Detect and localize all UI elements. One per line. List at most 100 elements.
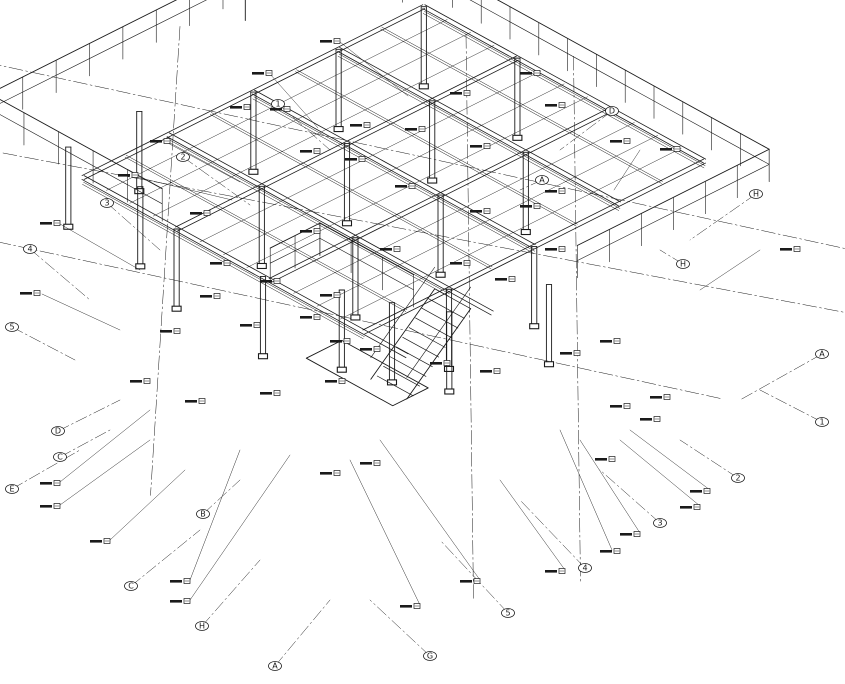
member-tag [545, 188, 566, 194]
leader-lines [11, 41, 823, 667]
grid-bubble-label: E [9, 485, 14, 494]
member-tags [20, 38, 801, 609]
member-tag [270, 106, 291, 112]
grid-bubble: G [423, 651, 437, 661]
member-tag [520, 70, 541, 76]
member-tag [680, 504, 701, 510]
member-tag [330, 338, 351, 344]
member-tag [300, 314, 321, 320]
grid-bubble-label: 4 [27, 245, 32, 254]
grid-bubble-label: 2 [180, 153, 185, 162]
steel-column [427, 100, 438, 184]
member-tag [460, 578, 481, 584]
member-tag [520, 203, 541, 209]
grid-bubble: A [815, 349, 829, 359]
grid-bubble: H [195, 621, 209, 631]
steel-column [418, 6, 429, 90]
member-tag [545, 246, 566, 252]
steel-column [341, 143, 353, 227]
member-tag [560, 350, 581, 356]
member-tag [650, 394, 671, 400]
member-tag [480, 368, 501, 374]
grid-bubble-label: C [128, 582, 134, 591]
member-tag [240, 322, 261, 328]
member-tag [40, 503, 61, 509]
deck-beams [81, 4, 707, 359]
grid-bubble: 2 [176, 152, 190, 162]
grid-bubble-label: H [680, 260, 686, 269]
member-tag [450, 260, 471, 266]
grid-bubble-label: H [753, 190, 759, 199]
grid-line [150, 26, 181, 496]
member-tag [620, 531, 641, 537]
member-tag [320, 470, 341, 476]
member-tag [300, 148, 321, 154]
grid-bubble: 1 [815, 417, 829, 427]
grid-bubble-label: 2 [735, 474, 740, 483]
grid-bubble-label: 4 [582, 564, 587, 573]
member-tag [40, 220, 61, 226]
grid-bubble: H [749, 189, 763, 199]
grid-bubble-label: C [57, 453, 63, 462]
steel-column [386, 302, 398, 386]
grid-bubble-label: D [55, 427, 61, 436]
grid-bubble: 4 [578, 563, 592, 573]
member-tag [395, 183, 416, 189]
grid-bubble: 5 [5, 322, 19, 332]
member-tag [600, 338, 621, 344]
member-tag [345, 156, 366, 162]
steel-column [512, 57, 523, 141]
grid-bubble-label: A [819, 350, 825, 359]
member-tag [190, 210, 211, 216]
grid-bubble-label: A [272, 662, 278, 671]
steel-column [135, 186, 146, 270]
steel-column [529, 246, 540, 330]
member-tag [430, 360, 451, 366]
grid-bubble-label: D [609, 107, 615, 116]
member-tag [118, 172, 139, 178]
grid-bubble: 1 [271, 99, 285, 109]
grid-bubble: B [196, 509, 210, 519]
grid-bubble: A [535, 175, 549, 185]
grid-bubble: A [268, 661, 282, 671]
member-tag [450, 90, 471, 96]
steel-column [333, 48, 344, 133]
member-tag [780, 246, 801, 252]
member-tag [610, 403, 631, 409]
member-tag [690, 488, 711, 494]
member-tag [405, 126, 426, 132]
steel-column [520, 151, 531, 236]
member-tag [160, 328, 181, 334]
steel-column [248, 91, 259, 175]
grid-bubble: D [605, 106, 619, 116]
handrail [0, 0, 770, 308]
grid-bubble-label: 3 [657, 519, 662, 528]
member-tag [170, 578, 191, 584]
grid-line [465, 34, 474, 599]
member-tag [20, 290, 41, 296]
steel-column [435, 194, 446, 278]
member-tag [350, 122, 371, 128]
grid-bubble-label: B [200, 510, 206, 519]
member-tag [400, 603, 421, 609]
grid-bubble-label: A [539, 176, 545, 185]
raised-frame [244, 0, 246, 21]
member-tag [320, 292, 341, 298]
steel-column [171, 228, 182, 312]
member-tag [360, 346, 381, 352]
member-tag [170, 598, 191, 604]
grid-bubble-label: 5 [9, 323, 14, 332]
grid-line [0, 242, 722, 399]
steel-column [336, 289, 347, 373]
member-tag [90, 538, 111, 544]
member-tag [252, 70, 273, 76]
member-tag [130, 378, 151, 384]
member-tag [545, 568, 566, 574]
member-tag [360, 460, 381, 466]
grid-bubble: C [53, 452, 67, 462]
member-tag [185, 398, 206, 404]
member-tag [200, 293, 221, 299]
grid-bubble: 2 [731, 473, 745, 483]
